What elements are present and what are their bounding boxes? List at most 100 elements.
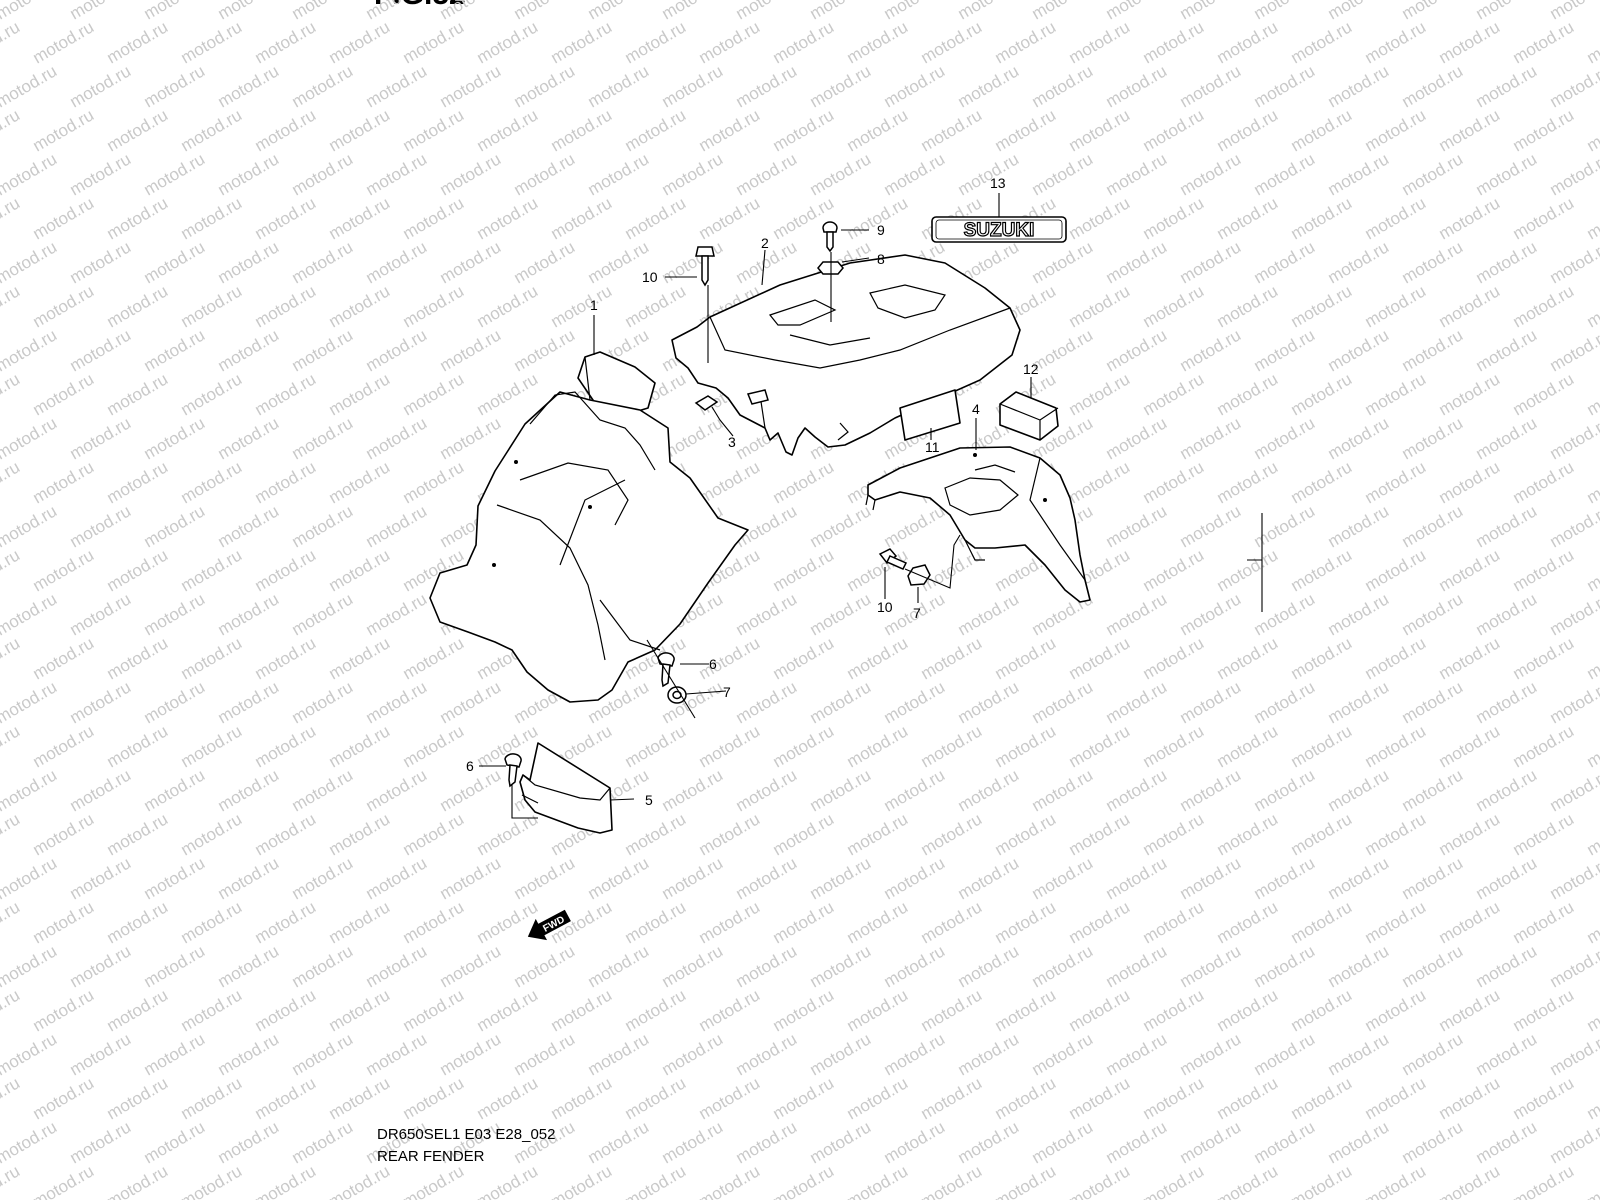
watermark-text: motod.ru (1066, 17, 1134, 67)
watermark-text: motod.ru (104, 1073, 172, 1123)
watermark-text: motod.ru (1066, 633, 1134, 683)
watermark-text: motod.ru (1547, 0, 1600, 23)
watermark-text: motod.ru (0, 501, 60, 551)
watermark-text: motod.ru (141, 149, 209, 199)
watermark-text: motod.ru (400, 457, 468, 507)
watermark-text: motod.ru (178, 281, 246, 331)
watermark-text: motod.ru (1584, 809, 1600, 859)
part-7-washer-middle (667, 686, 687, 704)
watermark-text: motod.ru (1214, 105, 1282, 155)
watermark-text: motod.ru (1473, 325, 1541, 375)
watermark-text: motod.ru (1510, 105, 1578, 155)
watermark-text: motod.ru (992, 1073, 1060, 1123)
watermark-text: motod.ru (659, 941, 727, 991)
watermark-text: motod.ru (1103, 0, 1171, 23)
watermark-text: motod.ru (696, 1161, 764, 1200)
watermark-text: motod.ru (400, 105, 468, 155)
watermark-text: motod.ru (252, 193, 320, 243)
watermark-text: motod.ru (1140, 985, 1208, 1035)
watermark-text: motod.ru (807, 0, 875, 23)
watermark-text: motod.ru (326, 281, 394, 331)
watermark-text: motod.ru (178, 721, 246, 771)
watermark-text: motod.ru (1103, 853, 1171, 903)
callout-2: 2 (761, 235, 769, 251)
watermark-text: motod.ru (178, 369, 246, 419)
watermark-text: motod.ru (30, 633, 98, 683)
watermark-text: motod.ru (696, 897, 764, 947)
watermark-text: motod.ru (844, 721, 912, 771)
watermark-text: motod.ru (807, 589, 875, 639)
watermark-text: motod.ru (252, 721, 320, 771)
watermark-text: motod.ru (548, 1073, 616, 1123)
watermark-text: motod.ru (215, 941, 283, 991)
watermark-text: motod.ru (992, 1161, 1060, 1200)
watermark-text: motod.ru (0, 193, 23, 243)
watermark-text: motod.ru (659, 149, 727, 199)
watermark-text: motod.ru (1029, 941, 1097, 991)
watermark-text: motod.ru (289, 325, 357, 375)
watermark-text: motod.ru (881, 677, 949, 727)
watermark-text: motod.ru (1066, 721, 1134, 771)
watermark-text: motod.ru (1288, 809, 1356, 859)
watermark-text: motod.ru (474, 1161, 542, 1200)
watermark-text: motod.ru (1547, 677, 1600, 727)
watermark-text: motod.ru (1177, 853, 1245, 903)
watermark-text: motod.ru (30, 897, 98, 947)
watermark-text: motod.ru (1214, 457, 1282, 507)
watermark-text: motod.ru (1288, 545, 1356, 595)
watermark-text: motod.ru (400, 1161, 468, 1200)
watermark-text: motod.ru (511, 61, 579, 111)
watermark-text: motod.ru (1251, 589, 1319, 639)
watermark-text: motod.ru (807, 941, 875, 991)
watermark-text: motod.ru (1584, 457, 1600, 507)
watermark-text: motod.ru (622, 721, 690, 771)
watermark-text: motod.ru (141, 501, 209, 551)
watermark-text: motod.ru (1547, 1117, 1600, 1167)
callout-9: 9 (877, 222, 885, 238)
watermark-text: motod.ru (252, 633, 320, 683)
watermark-text: motod.ru (807, 501, 875, 551)
watermark-text: motod.ru (1251, 325, 1319, 375)
watermark-text: motod.ru (363, 61, 431, 111)
watermark-text: motod.ru (1214, 193, 1282, 243)
watermark-text: motod.ru (881, 61, 949, 111)
watermark-text: motod.ru (1547, 589, 1600, 639)
watermark-text: motod.ru (1029, 0, 1097, 23)
watermark-text: motod.ru (0, 1029, 60, 1079)
watermark-text: motod.ru (1547, 325, 1600, 375)
watermark-text: motod.ru (1436, 721, 1504, 771)
watermark-text: motod.ru (0, 589, 60, 639)
watermark-text: motod.ru (992, 985, 1060, 1035)
watermark-text: motod.ru (1436, 281, 1504, 331)
watermark-text: motod.ru (1140, 457, 1208, 507)
watermark-text: motod.ru (511, 941, 579, 991)
watermark-text: motod.ru (1436, 105, 1504, 155)
watermark-text: motod.ru (1362, 193, 1430, 243)
watermark-text: motod.ru (1251, 1117, 1319, 1167)
watermark-text: motod.ru (992, 809, 1060, 859)
callout-1: 1 (590, 297, 598, 313)
watermark-text: motod.ru (992, 105, 1060, 155)
watermark-text: motod.ru (252, 105, 320, 155)
watermark-text: motod.ru (1140, 809, 1208, 859)
watermark-text: motod.ru (1436, 633, 1504, 683)
watermark-text: motod.ru (215, 501, 283, 551)
watermark-text: motod.ru (511, 853, 579, 903)
watermark-text: motod.ru (289, 589, 357, 639)
watermark-text: motod.ru (104, 633, 172, 683)
callout-6-flap: 6 (466, 758, 474, 774)
watermark-text: motod.ru (215, 0, 283, 23)
watermark-text: motod.ru (1584, 193, 1600, 243)
watermark-text: motod.ru (659, 853, 727, 903)
watermark-text: motod.ru (1547, 237, 1600, 287)
watermark-text: motod.ru (1177, 61, 1245, 111)
watermark-text: motod.ru (1251, 501, 1319, 551)
watermark-text: motod.ru (215, 237, 283, 287)
watermark-text: motod.ru (1066, 369, 1134, 419)
watermark-text: motod.ru (1029, 765, 1097, 815)
watermark-text: motod.ru (474, 369, 542, 419)
watermark-text: motod.ru (0, 413, 60, 463)
watermark-text: motod.ru (1436, 545, 1504, 595)
watermark-text: motod.ru (1362, 721, 1430, 771)
watermark-text: motod.ru (622, 897, 690, 947)
